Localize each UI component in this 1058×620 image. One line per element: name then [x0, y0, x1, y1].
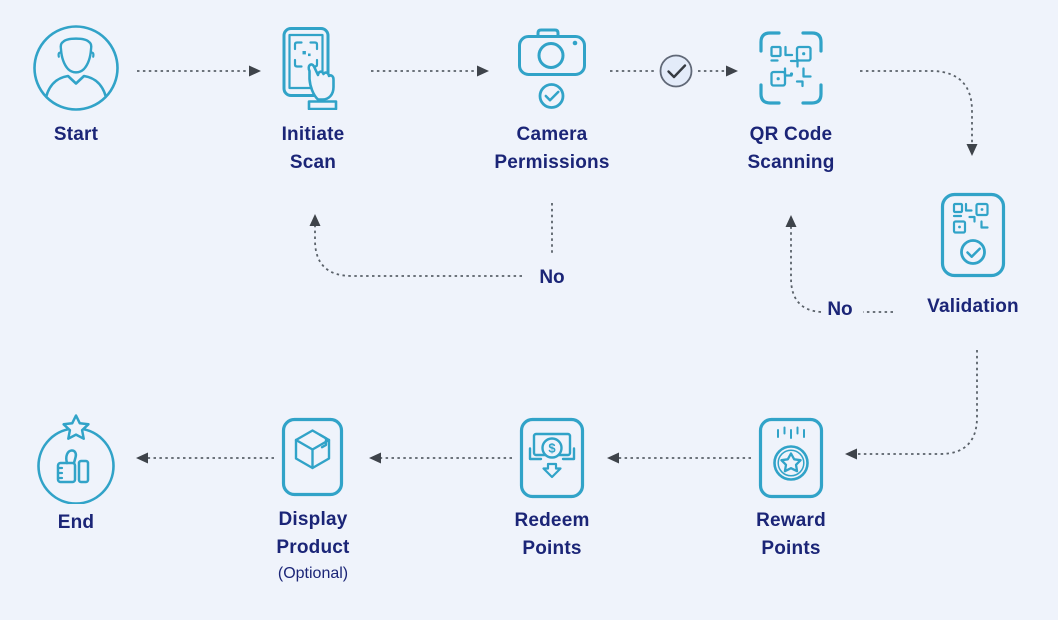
node-validation: Validation: [903, 192, 1043, 321]
node-label: Reward Points: [756, 510, 826, 559]
node-label: Redeem Points: [514, 510, 590, 559]
svg-text:$: $: [548, 441, 556, 456]
check-circle-icon: [658, 53, 694, 94]
node-label: QR Code Scanning: [747, 124, 835, 173]
node-initiate-scan: Initiate Scan: [243, 24, 383, 177]
node-camera-permissions: Camera Permissions: [482, 24, 622, 177]
node-start: Start: [6, 24, 146, 149]
package-box-card-icon: [281, 417, 345, 498]
phone-scan-icon: [281, 24, 345, 112]
node-label: Display Product: [276, 509, 350, 558]
node-display-product: Display Product (Optional): [243, 417, 383, 585]
qr-check-card-icon: [940, 192, 1006, 278]
person-icon: [32, 24, 120, 112]
node-reward-points: Reward Points: [721, 417, 861, 563]
node-label: End: [57, 512, 95, 533]
node-qr-code-scanning: QR Code Scanning: [721, 24, 861, 177]
camera-check-icon: [517, 24, 587, 112]
thumbs-up-star-icon: [32, 406, 120, 504]
node-end: End: [6, 406, 146, 537]
qr-scan-frame-icon: [758, 24, 824, 112]
node-label: Camera Permissions: [494, 124, 610, 173]
cash-redeem-card-icon: $: [519, 417, 585, 499]
node-label: Start: [53, 124, 99, 145]
node-sublabel: (Optional): [277, 565, 349, 582]
node-redeem-points: $ Redeem Points: [482, 417, 622, 563]
star-medal-card-icon: [758, 417, 824, 499]
edge-label-no-camera: No: [539, 267, 565, 288]
node-label: Initiate Scan: [281, 124, 345, 173]
edge-label-no-validation: No: [827, 299, 853, 320]
node-label: Validation: [927, 296, 1019, 317]
